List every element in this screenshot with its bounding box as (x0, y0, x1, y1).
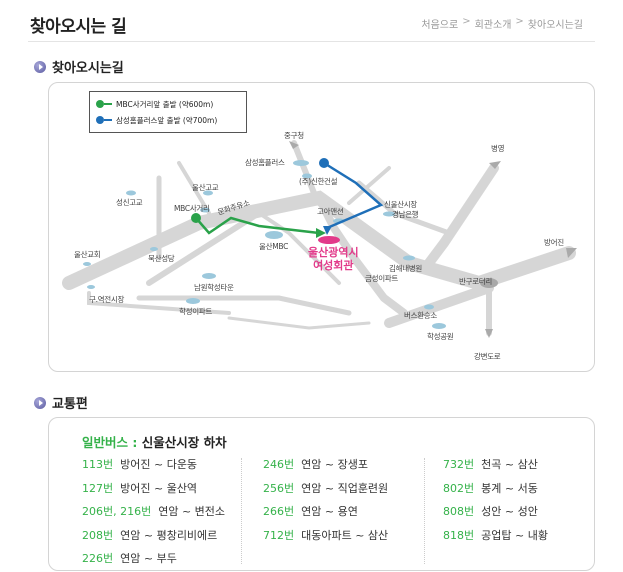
column-divider (424, 458, 425, 564)
bus-route-item: 113번 방어진 ~ 다운동 (82, 458, 198, 471)
bus-route-item: 266번 연암 ~ 용연 (263, 505, 358, 518)
map-label-sinulsan-market: 신울산시장 (384, 200, 417, 209)
map-label-byeongyeong: 병영 (491, 144, 505, 153)
map-label-gu-station-market: 구.역전시장 (89, 295, 125, 304)
map-label-seongsin-high: 성신고교 (116, 198, 143, 207)
blue-dot-icon (96, 116, 104, 124)
green-line-icon (104, 103, 112, 105)
map-label-gangbyeon: 강변도로 (474, 352, 501, 361)
map-legend: MBC사거리앞 출발 (약600m) 삼성홈플러스앞 출발 (약700m) (89, 91, 247, 133)
bus-route-item: 226번 연암 ~ 부두 (82, 552, 177, 565)
bus-route-item: 712번 대동아파트 ~ 삼산 (263, 528, 389, 542)
page-title: 찾아오시는 길 (30, 17, 127, 37)
section-bullet-icon (34, 60, 46, 73)
map-label-haksung-park: 학성공원 (427, 332, 454, 341)
bus-heading: 일반버스 : 신울산시장 하차 (82, 435, 227, 450)
blue-line-icon (104, 119, 112, 121)
bus-route-item: 818번 공업탑 ~ 내황 (443, 528, 548, 542)
breadcrumb-current: 찾아오시는길 (527, 20, 583, 31)
map-roads-svg (62, 140, 577, 338)
map-label-ulsan-mbc: 울산MBC (259, 242, 289, 251)
map-label-gyeongnam-bank: 경남은행 (392, 210, 419, 219)
bus-route-item: 256번 연암 ~ 직업훈련원 (263, 481, 389, 495)
bus-route-item: 206번, 216번 연암 ~ 변전소 (82, 505, 226, 518)
bus-route-item: 208번 연암 ~ 평창리비에르 (82, 528, 218, 542)
transit-section-heading: 교통편 (34, 393, 88, 412)
chevron-right-icon: > (462, 16, 471, 27)
bus-column-2: 246번 연암 ~ 장생포 256번 연암 ~ 직업훈련원 266번 연암 ~ … (263, 456, 388, 550)
map-label-ulsan-high: 울산고교 (192, 183, 219, 192)
map-label-goa: 고아맨션 (317, 207, 344, 216)
map-section-heading: 찾아오시는길 (34, 57, 124, 76)
title-divider (28, 41, 595, 42)
map-label-shinhan: (주)신한건설 (299, 177, 338, 186)
map-label-mbc-cross: MBC사거리 (174, 204, 210, 213)
bus-route-item: 732번 천곡 ~ 삼산 (443, 458, 538, 471)
map-label-ulsan-church: 울산교회 (74, 250, 101, 259)
bus-route-item: 127번 방어진 ~ 울산역 (82, 481, 198, 495)
column-divider (241, 458, 242, 564)
section-bullet-icon (34, 396, 46, 409)
location-map: MBC사거리앞 출발 (약600m) 삼성홈플러스앞 출발 (약700m) 중구… (48, 82, 595, 372)
route-homeplus (323, 161, 384, 230)
map-label-gimhae-hosp: 김해내병원 (389, 264, 422, 273)
map-label-haksung-apt: 학성이파트 (179, 307, 212, 316)
transit-box: 일반버스 : 신울산시장 하차 113번 방어진 ~ 다운동 127번 방어진 … (48, 417, 595, 571)
bus-route-item: 246번 연암 ~ 장생포 (263, 458, 368, 471)
chevron-right-icon: > (515, 16, 524, 27)
breadcrumb: 처음으로 > 회관소개 > 찾아오시는길 (421, 16, 583, 31)
map-label-namwon-town: 남원학성타운 (194, 283, 234, 292)
map-label-bus-terminal: 버스환승소 (404, 311, 437, 320)
map-label-geumsung-apt: 금성이파트 (365, 274, 398, 283)
breadcrumb-about[interactable]: 회관소개 (474, 20, 512, 31)
map-label-bangeojin: 방어진 (544, 238, 564, 247)
map-label-buksin: 북산성당 (148, 254, 175, 263)
green-dot-icon (96, 100, 104, 108)
map-label-samsung-home: 삼성홈플러스 (245, 158, 285, 167)
bus-column-3: 732번 천곡 ~ 삼산 802번 봉계 ~ 서동 808번 성안 ~ 성안 8… (443, 456, 548, 550)
legend-item-homeplus: 삼성홈플러스앞 출발 (약700m) (96, 112, 240, 128)
breadcrumb-home[interactable]: 처음으로 (421, 20, 459, 31)
bus-column-1: 113번 방어진 ~ 다운동 127번 방어진 ~ 울산역 206번, 216번… (82, 456, 225, 572)
route-mbc (195, 216, 320, 235)
bus-route-item: 802번 봉계 ~ 서동 (443, 481, 538, 495)
legend-item-mbc: MBC사거리앞 출발 (약600m) (96, 96, 240, 112)
map-label-junggu: 중구청 (284, 131, 304, 140)
map-label-bangu-rotary: 반구로터리 (459, 277, 492, 286)
destination-label: 울산광역시 여성회관 (308, 246, 359, 272)
bus-route-item: 808번 성안 ~ 성안 (443, 505, 538, 518)
